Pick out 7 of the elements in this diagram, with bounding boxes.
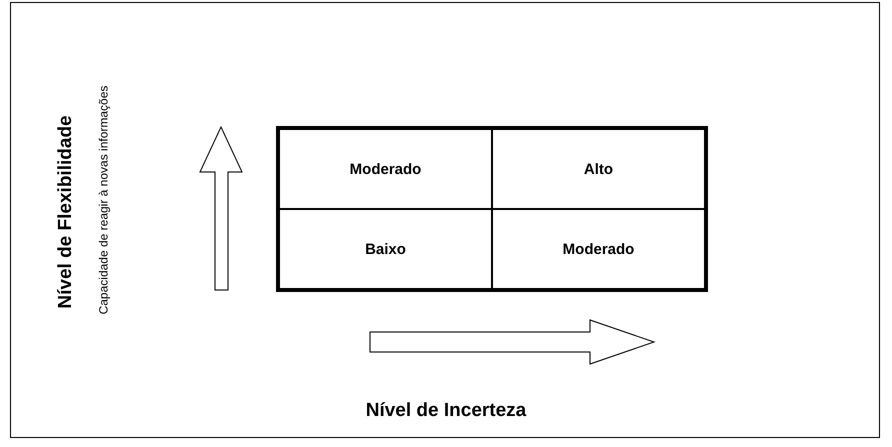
- axis-title: Nível de Incerteza: [366, 400, 526, 422]
- axis-title: Nível de Flexibilidade: [55, 115, 77, 309]
- matrix-cell-text: Alto: [584, 160, 614, 178]
- matrix-cell-text: Moderado: [562, 240, 634, 258]
- matrix-cell-text: Moderado: [350, 160, 422, 178]
- matrix-cell-text: Baixo: [365, 240, 406, 258]
- axis-subtitle: Capacidade de reagir à novas informações: [96, 85, 112, 315]
